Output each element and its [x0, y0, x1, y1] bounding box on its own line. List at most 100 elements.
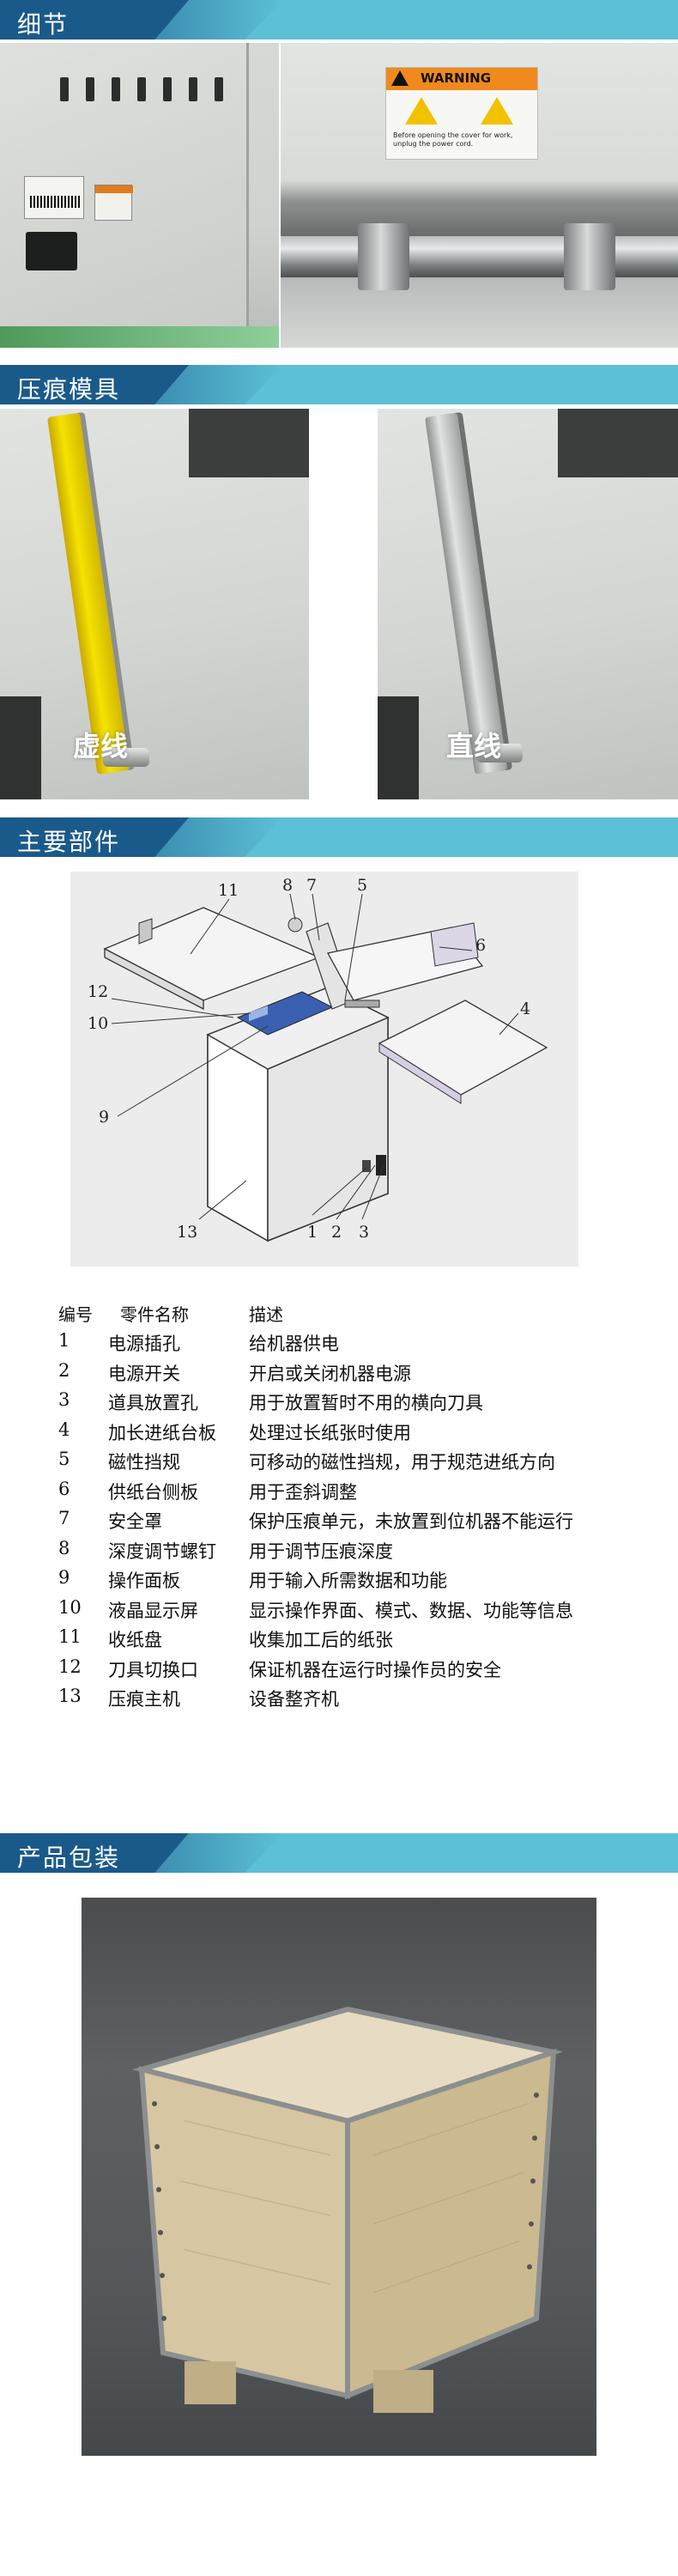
callout-10: 10: [88, 1014, 108, 1033]
part-name: 液晶显示屏: [108, 1600, 198, 1621]
callout-8: 8: [282, 876, 293, 895]
vent-slot: [215, 77, 223, 101]
part-name: 磁性挡规: [108, 1452, 180, 1473]
section-header-main-parts: 主要部件: [0, 817, 678, 857]
part-number: 8: [58, 1537, 70, 1558]
callout-9: 9: [99, 1108, 109, 1127]
callout-7: 7: [306, 876, 317, 895]
parts-table-row: 10 液晶显示屏 显示操作界面、模式、数据、功能等信息: [58, 1597, 651, 1623]
part-name: 加长进纸台板: [108, 1422, 216, 1443]
part-description: 用于歪斜调整: [249, 1481, 357, 1503]
part-number: 6: [58, 1478, 70, 1499]
vent-slot: [112, 77, 120, 101]
header-name: 零件名称: [120, 1304, 189, 1325]
straight-crease-bar: [425, 412, 508, 775]
part-number: 10: [58, 1596, 82, 1618]
dashed-crease-bar: [47, 412, 130, 775]
parts-table-row: 11 收纸盘 收集加工后的纸张: [58, 1626, 651, 1652]
hand-hazard-icon: [405, 97, 438, 125]
part-number: 1: [58, 1330, 70, 1351]
caption-straight: 直线: [446, 730, 502, 762]
part-description: 用于调节压痕深度: [249, 1540, 393, 1562]
callout-12: 12: [88, 982, 108, 1001]
part-description: 收集加工后的纸张: [249, 1630, 393, 1650]
photo-straight-crease-die: 直线: [378, 409, 678, 799]
part-number: 7: [58, 1508, 70, 1528]
vent-slot: [137, 77, 146, 101]
part-description: 处理过长纸张时使用: [249, 1422, 411, 1443]
callout-13: 13: [177, 1223, 197, 1242]
dark-corner: [0, 696, 41, 799]
rod-collar: [564, 223, 615, 290]
part-number: 5: [58, 1449, 70, 1469]
die-knob: [103, 748, 149, 767]
dark-corner: [378, 696, 419, 799]
part-name: 电源插孔: [108, 1334, 180, 1354]
header-desc: 描述: [249, 1304, 283, 1325]
vent-slot: [189, 77, 197, 101]
part-name: 压痕主机: [108, 1689, 180, 1710]
part-name: 道具放置孔: [108, 1393, 198, 1413]
die-knob: [476, 744, 523, 762]
photo-machine-side-panel: [0, 43, 279, 348]
barcode-label: [24, 176, 84, 219]
part-number: 3: [58, 1389, 70, 1410]
callout-5: 5: [357, 876, 367, 895]
part-name: 收纸盘: [108, 1630, 162, 1650]
part-description: 开启或关闭机器电源: [249, 1363, 411, 1384]
callout-3: 3: [359, 1223, 369, 1242]
section-header-details: 细节: [0, 0, 678, 39]
callout-11: 11: [218, 881, 239, 900]
small-warning-sticker: [94, 185, 133, 221]
photo-wooden-crate: [82, 1898, 596, 2456]
barcode: [30, 196, 80, 208]
part-name: 操作面板: [108, 1571, 180, 1591]
section-title-main-parts: 主要部件: [17, 828, 121, 856]
warning-sign-header: WARNING: [386, 68, 537, 90]
parts-diagram-svg: [103, 893, 548, 1242]
section-title-packaging: 产品包装: [17, 1844, 121, 1872]
parts-table-row: 8 深度调节螺钉 用于调节压痕深度: [58, 1538, 651, 1564]
section-header-packaging: 产品包装: [0, 1833, 678, 1873]
callout-1: 1: [307, 1223, 318, 1242]
part-name: 安全罩: [108, 1511, 162, 1532]
callout-2: 2: [331, 1223, 342, 1242]
vent-slot: [163, 77, 172, 101]
callout-4: 4: [520, 999, 530, 1018]
steel-rod: [281, 236, 678, 277]
machine-edge: [558, 409, 678, 477]
part-number: 9: [58, 1567, 70, 1588]
part-number: 2: [58, 1359, 70, 1381]
photo-warning-label-rod: WARNING Before opening the cover for wor…: [281, 43, 678, 348]
photo-dashed-crease-die: 虚线: [0, 409, 309, 799]
vent-slots: [60, 77, 249, 129]
power-socket: [26, 232, 77, 270]
parts-table-row: 5 磁性挡规 可移动的磁性挡规，用于规范进纸方向: [58, 1449, 651, 1474]
callout-6: 6: [475, 936, 486, 955]
parts-table-row: 12 刀具切换口 保证机器在运行时操作员的安全: [58, 1656, 651, 1682]
part-description: 显示操作界面、模式、数据、功能等信息: [249, 1600, 573, 1621]
parts-table-row: 6 供纸台侧板 用于歪斜调整: [58, 1479, 651, 1504]
part-number: 12: [58, 1656, 82, 1677]
part-description: 可移动的磁性挡规，用于规范进纸方向: [249, 1452, 555, 1473]
warning-sign-title: WARNING: [421, 70, 492, 86]
part-description: 保证机器在运行时操作员的安全: [249, 1659, 501, 1680]
part-name: 电源开关: [108, 1363, 180, 1384]
section-header-crease-module: 压痕模具: [0, 365, 678, 404]
wooden-crate: [133, 2006, 562, 2413]
part-description: 设备整齐机: [249, 1689, 339, 1710]
part-name: 供纸台侧板: [108, 1481, 198, 1503]
vent-slot: [86, 77, 94, 101]
part-number: 11: [58, 1626, 82, 1647]
green-floor: [0, 326, 279, 348]
shock-hazard-icon: [481, 97, 513, 125]
part-name: 刀具切换口: [108, 1659, 198, 1680]
part-name: 深度调节螺钉: [108, 1540, 216, 1562]
parts-table-header: 编号 零件名称 描述: [58, 1301, 651, 1327]
